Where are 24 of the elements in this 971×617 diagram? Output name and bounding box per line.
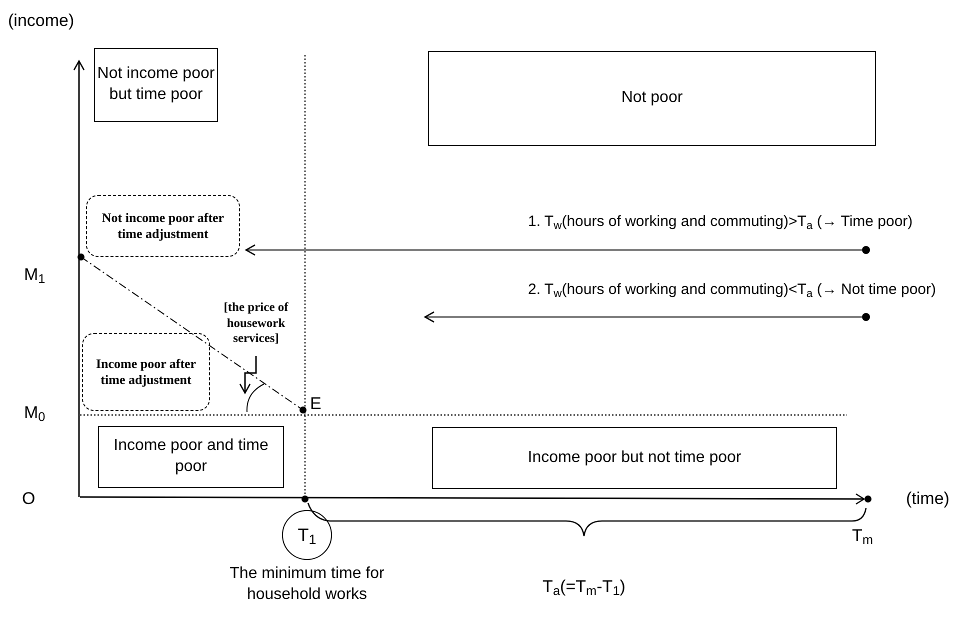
axis-label: M$_{1}$ <box>24 264 46 288</box>
axis-label: M$_{0}$ <box>24 402 46 426</box>
axis-label: (income) <box>8 10 74 32</box>
edge-label: 1. T$_{w}$(hours of working and commuting)>T$_{a}$ (→ Time poor) <box>528 212 913 234</box>
axis-label: T$_{a}$(=T$_{m}$-T$_{1}$) <box>542 576 626 600</box>
annotation-text: [the price of housework services] <box>208 300 304 356</box>
axis-label: E <box>310 393 322 415</box>
dashed-region-box: Income poor after time adjustment <box>82 333 210 411</box>
edge-label: 2. T$_{w}$(hours of working and commuting)<T$_{a}$ (→ Not time poor) <box>528 280 936 302</box>
arrow <box>424 311 862 323</box>
region-box: Not poor <box>428 51 876 146</box>
angle-arc <box>245 383 265 413</box>
region-box: Not income poor but time poor <box>94 48 218 122</box>
region-box: Income poor and time poor <box>98 426 284 488</box>
point-marker <box>862 313 870 321</box>
axis-label: T$_{m}$ <box>852 525 874 548</box>
leader-arrow <box>239 356 257 394</box>
region-box: Income poor but not time poor <box>432 427 837 489</box>
caption-text: The minimum time for household works <box>228 564 386 605</box>
point-marker <box>862 246 870 254</box>
axis-label: O <box>22 488 36 510</box>
axis-label: (time) <box>906 488 950 510</box>
dashed-region-box: Not income poor after time adjustment <box>86 195 240 257</box>
arrow <box>245 244 862 256</box>
